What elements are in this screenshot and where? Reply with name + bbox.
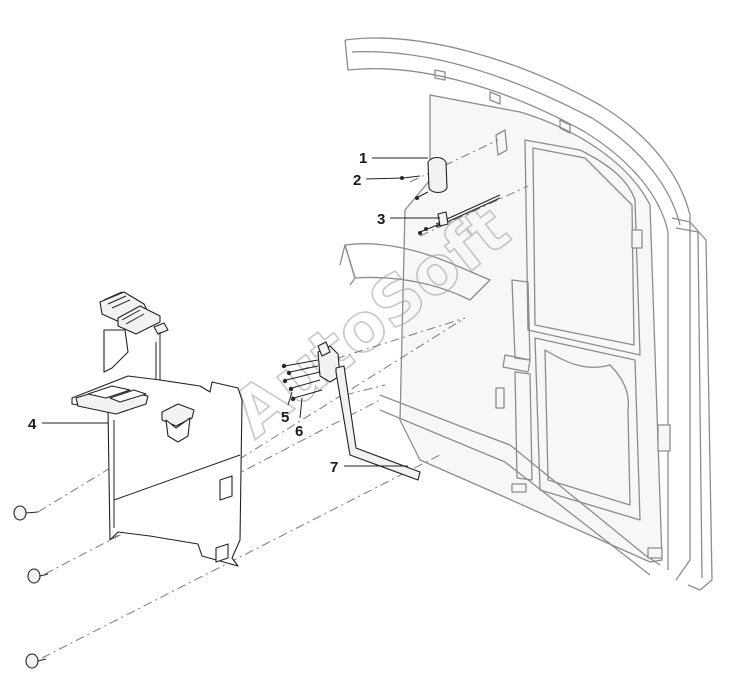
callout-2: 2	[353, 172, 361, 189]
callout-3: 3	[377, 211, 385, 228]
callout-4: 4	[28, 416, 37, 433]
callout-6: 6	[295, 423, 303, 440]
part-5-6-screws-bracket	[281, 341, 341, 402]
fastener-clips	[13, 505, 49, 669]
callout-5: 5	[281, 409, 289, 426]
callout-leaders	[42, 157, 440, 467]
part-3-rod	[418, 194, 501, 235]
part-7-handle	[335, 365, 421, 481]
callout-7: 7	[330, 459, 338, 476]
rear-door-assembly	[339, 37, 713, 591]
callout-labels: 1 2 3 4 5 6 7	[28, 150, 385, 476]
part-4-side-panel	[71, 291, 243, 567]
part-1-cover	[427, 156, 448, 194]
callout-1: 1	[359, 150, 367, 167]
